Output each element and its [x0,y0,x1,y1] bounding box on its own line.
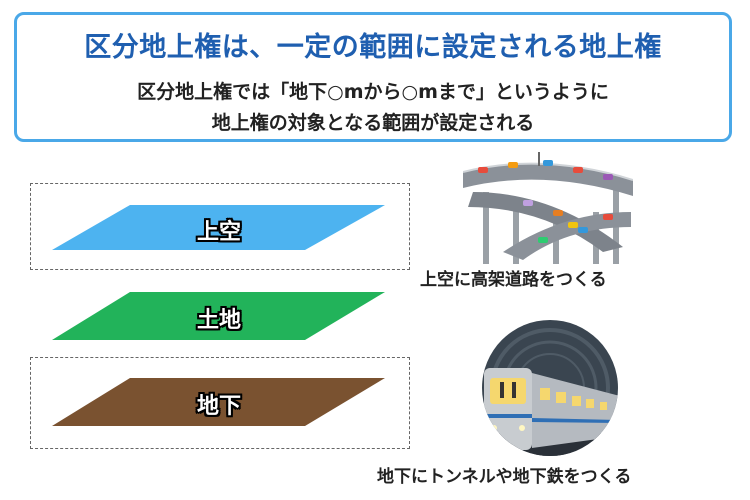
underground-range-frame [30,357,410,449]
underground-label: 地下 [196,394,241,419]
sky-parallelogram [52,205,385,250]
land-parallelogram [52,292,385,340]
page-title: 区分地上権は、一定の範囲に設定される地上権 [84,32,662,63]
subway-illustration [482,320,618,456]
subway-caption: 地下にトンネルや地下鉄をつくる [377,467,632,487]
subtitle-line-2: 地上権の対象となる範囲が設定される [211,112,535,134]
subtitle-line-1: 区分地上権では「地下○mから○mまで」というように [137,81,609,103]
sky-range-frame [30,183,410,270]
header-box: 区分地上権は、一定の範囲に設定される地上権 区分地上権では「地下○mから○mまで… [14,12,732,142]
page-subtitle: 区分地上権では「地下○mから○mまで」というように 地上権の対象となる範囲が設定… [17,77,729,139]
sky-label: 上空 [196,220,241,245]
highway-illustration [463,152,633,264]
underground-parallelogram [52,378,385,426]
land-label: 土地 [196,308,241,333]
highway-caption: 上空に高架道路をつくる [420,270,607,290]
